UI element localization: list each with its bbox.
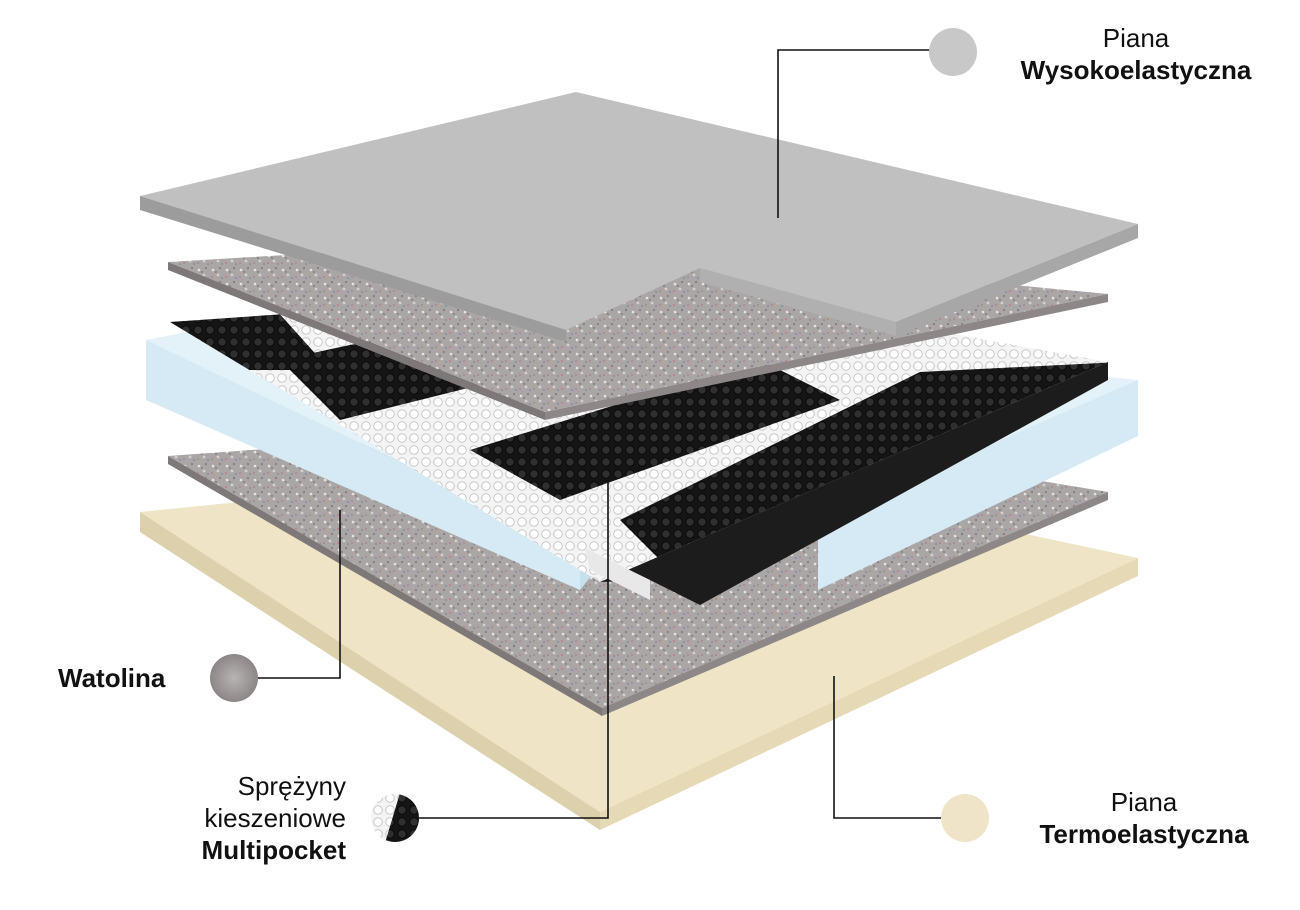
bottom-foam-label-line2: Termoelastyczna [1039,819,1249,849]
top-foam-layer [140,92,1138,342]
top-foam-label-line1: Piana [1102,23,1170,53]
springs-label-line1: Sprężyny [237,771,346,801]
springs-label-line3: Multipocket [201,835,346,865]
leader-line-top-foam [777,49,930,218]
bottom-foam-label-line1: Piana [1110,787,1178,817]
springs-label-line2: kieszeniowe [204,803,346,833]
top-foam-label-line2: Wysokoelastyczna [1020,55,1252,85]
top-foam-swatch [929,28,977,76]
leader-lines [258,49,944,819]
top-foam-label: Piana Wysokoelastyczna [998,22,1274,86]
leader-line-springs [418,478,609,819]
leader-line-felt [258,510,341,679]
springs-swatch [371,794,419,842]
felt-label: Watolina [58,663,166,693]
felt-swatch [210,654,258,702]
bottom-foam-label: Piana Termoelastyczna [1010,786,1278,850]
springs-label: Sprężyny kieszeniowe Multipocket [150,770,346,866]
leader-line-bottom-foam [833,676,944,819]
bottom-foam-swatch [941,794,989,842]
